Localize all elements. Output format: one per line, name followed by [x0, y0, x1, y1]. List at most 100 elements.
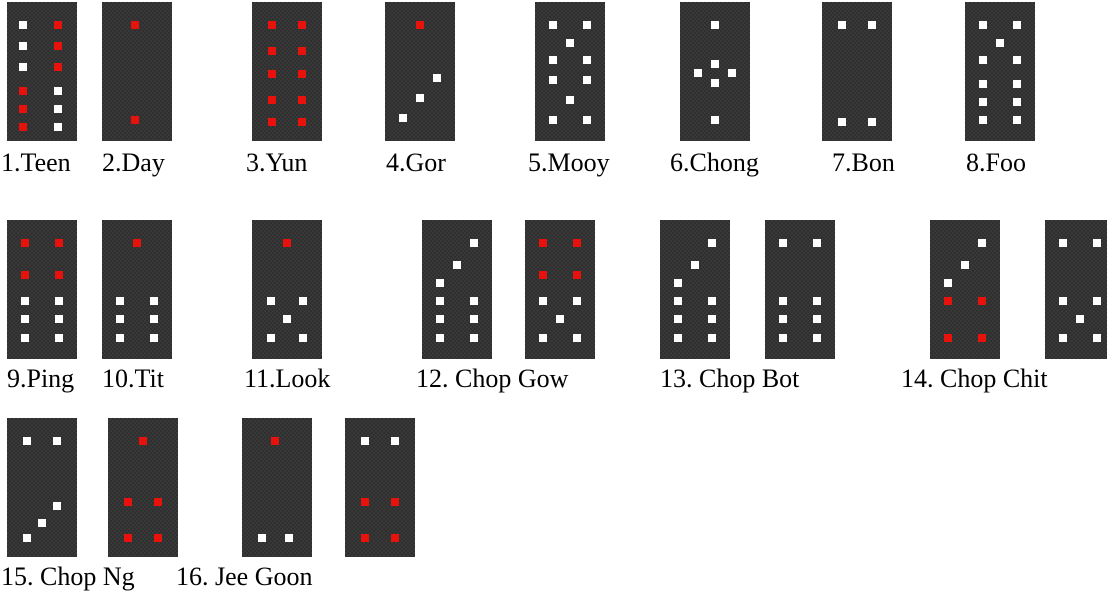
tile-label: 2.Day — [102, 148, 165, 177]
pip-white — [54, 87, 62, 95]
pip-white — [436, 279, 444, 287]
pip-red — [298, 47, 306, 55]
pip-white — [1013, 80, 1021, 88]
pip-white — [674, 297, 682, 305]
pip-red — [154, 498, 162, 506]
pip-white — [150, 315, 158, 323]
tile-label: 7.Bon — [832, 148, 895, 177]
pip-red — [268, 96, 276, 104]
pip-red — [944, 334, 952, 342]
pip-red — [19, 87, 27, 95]
pip-white — [978, 239, 986, 247]
pip-red — [131, 116, 139, 124]
pip-white — [19, 21, 27, 29]
pip-red — [298, 118, 306, 126]
domino-tile-bon — [822, 2, 892, 141]
pip-white — [116, 297, 124, 305]
pip-white — [813, 315, 821, 323]
pip-red — [539, 271, 547, 279]
pip-white — [979, 116, 987, 124]
pip-white — [38, 519, 46, 527]
tile-label: 6.Chong — [670, 148, 759, 177]
domino-tile-chop-chit-a — [930, 220, 1000, 359]
tile-label: 3.Yun — [246, 148, 308, 177]
pip-white — [470, 334, 478, 342]
pip-red — [361, 498, 369, 506]
pip-white — [23, 437, 31, 445]
pip-white — [470, 297, 478, 305]
pip-white — [258, 534, 266, 542]
pip-white — [391, 437, 399, 445]
pip-white — [1013, 98, 1021, 106]
pip-red — [416, 21, 424, 29]
pip-white — [1093, 239, 1101, 247]
pip-white — [436, 315, 444, 323]
pip-white — [979, 56, 987, 64]
pip-white — [1013, 116, 1021, 124]
pip-white — [573, 297, 581, 305]
pip-white — [436, 297, 444, 305]
pip-white — [1013, 21, 1021, 29]
pip-white — [1093, 297, 1101, 305]
pip-white — [549, 76, 557, 84]
pip-white — [813, 297, 821, 305]
pip-white — [150, 334, 158, 342]
pip-white — [53, 502, 61, 510]
domino-tile-chop-bot-b — [765, 220, 835, 359]
pip-red — [19, 123, 27, 131]
tile-label: 4.Gor — [386, 148, 446, 177]
pip-white — [549, 116, 557, 124]
pip-white — [779, 239, 787, 247]
pip-white — [961, 261, 969, 269]
tile-label: 1.Teen — [1, 148, 71, 177]
tile-label: 12. Chop Gow — [416, 364, 569, 393]
pip-white — [539, 334, 547, 342]
pip-red — [21, 271, 29, 279]
pip-red — [978, 297, 986, 305]
pip-white — [583, 76, 591, 84]
pip-red — [55, 271, 63, 279]
pip-red — [391, 534, 399, 542]
pip-red — [298, 96, 306, 104]
tile-label: 11.Look — [244, 364, 331, 393]
pip-white — [868, 21, 876, 29]
pip-white — [566, 96, 574, 104]
pip-white — [53, 437, 61, 445]
pip-white — [267, 297, 275, 305]
pip-white — [470, 239, 478, 247]
pip-white — [416, 94, 424, 102]
pip-white — [283, 315, 291, 323]
pip-red — [271, 437, 279, 445]
pip-white — [838, 118, 846, 126]
pip-red — [131, 21, 139, 29]
pip-red — [124, 498, 132, 506]
pip-white — [21, 315, 29, 323]
pip-red — [361, 534, 369, 542]
pip-white — [583, 116, 591, 124]
pip-red — [268, 118, 276, 126]
pip-white — [708, 334, 716, 342]
domino-tile-ping — [7, 220, 77, 359]
pip-white — [549, 21, 557, 29]
pip-white — [711, 60, 719, 68]
pip-white — [299, 297, 307, 305]
tile-label: 8.Foo — [966, 148, 1026, 177]
domino-tile-chong — [680, 2, 750, 141]
pip-white — [708, 239, 716, 247]
pip-white — [285, 534, 293, 542]
pip-white — [1059, 297, 1067, 305]
pip-white — [691, 261, 699, 269]
pip-white — [116, 315, 124, 323]
pip-red — [54, 63, 62, 71]
pip-white — [1059, 239, 1067, 247]
domino-tile-look — [252, 220, 322, 359]
domino-tile-chop-ng-b — [108, 418, 178, 557]
pip-red — [298, 70, 306, 78]
pip-white — [694, 69, 702, 77]
tile-label: 10.Tit — [102, 364, 164, 393]
pip-white — [54, 123, 62, 131]
tile-label: 13. Chop Bot — [660, 364, 800, 393]
pip-red — [139, 437, 147, 445]
pip-white — [711, 116, 719, 124]
